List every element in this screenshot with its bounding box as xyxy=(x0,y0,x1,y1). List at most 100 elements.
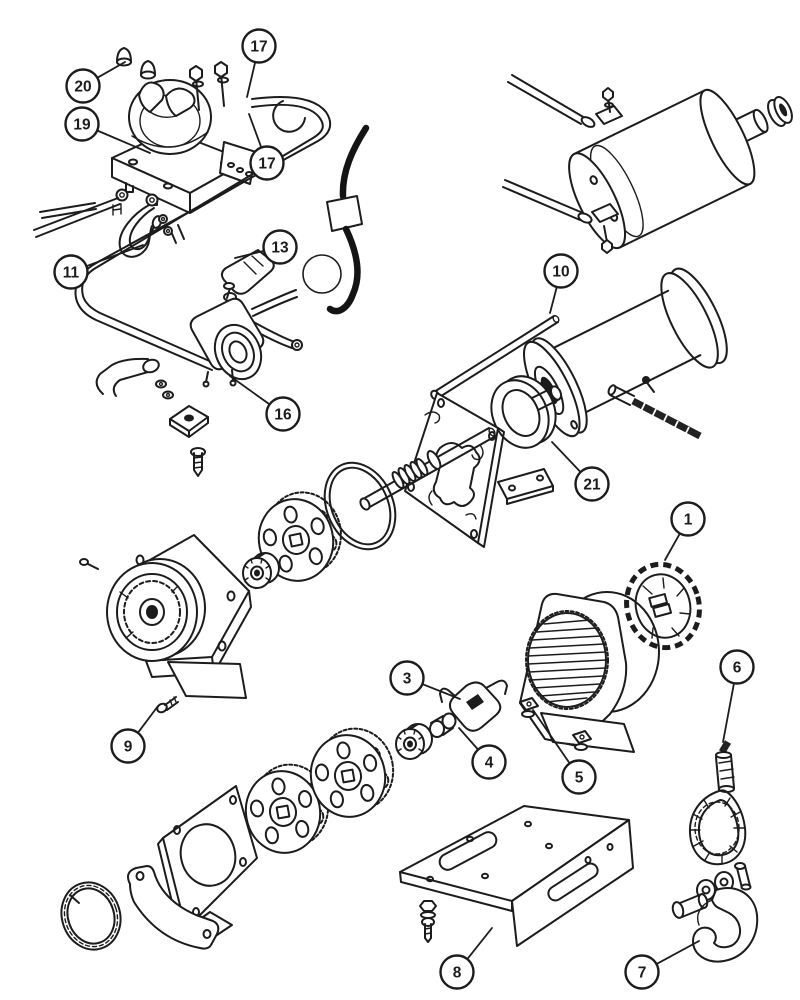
callout-3: 3 xyxy=(389,660,461,700)
unlabeled-circle xyxy=(302,254,342,294)
wire-rope-thimble xyxy=(688,740,752,891)
solenoid xyxy=(189,282,265,388)
callout-balloon-17 xyxy=(241,28,277,64)
callout-balloon-10 xyxy=(543,253,579,289)
curved-bracket xyxy=(127,865,220,950)
acorn-nuts xyxy=(116,47,156,80)
callout-leader-8 xyxy=(466,927,493,960)
callout-leader-20 xyxy=(96,61,126,79)
callout-20: 20 xyxy=(65,61,126,104)
callout-number-9: 9 xyxy=(124,739,133,756)
brake-ratchet-gear xyxy=(624,561,702,651)
plate-bolt xyxy=(419,900,437,943)
harness-cable xyxy=(326,124,370,315)
callout-balloon-4 xyxy=(471,744,507,780)
callout-number-8: 8 xyxy=(453,965,462,982)
retaining-ring xyxy=(60,881,122,951)
mounting-plate xyxy=(399,805,634,947)
callout-balloon-11 xyxy=(53,254,89,290)
jumper-cable xyxy=(118,193,173,258)
callout-balloon-8 xyxy=(439,954,475,990)
callout-leader-5 xyxy=(532,709,571,765)
callout-leader-17 xyxy=(248,113,263,149)
callout-leader-13 xyxy=(234,249,265,259)
ring-gear-housing xyxy=(519,591,660,753)
end-plate xyxy=(157,785,258,942)
sun-gear xyxy=(395,723,433,760)
callout-leader-6 xyxy=(722,682,735,743)
callout-number-4: 4 xyxy=(485,755,494,772)
callout-number-3: 3 xyxy=(403,671,412,688)
screw-small xyxy=(190,447,206,477)
wire-rope-end xyxy=(607,384,702,440)
callout-number-19: 19 xyxy=(73,117,91,134)
callout-21: 21 xyxy=(551,441,610,502)
callout-4: 4 xyxy=(458,727,507,780)
seal-ring xyxy=(490,375,563,449)
callout-leader-16 xyxy=(229,375,271,406)
callout-number-16: 16 xyxy=(274,407,292,424)
callout-balloon-20 xyxy=(65,68,101,104)
callout-leader-9 xyxy=(136,705,159,734)
callout-leader-4 xyxy=(458,727,480,751)
callout-leader-7 xyxy=(655,940,700,965)
callout-leader-1 xyxy=(664,532,681,561)
callout-number-11: 11 xyxy=(63,265,80,282)
spline-coupling xyxy=(242,552,280,589)
callout-11: 11 xyxy=(53,244,144,290)
callout-6: 6 xyxy=(719,649,755,743)
spacer-block xyxy=(169,405,209,438)
callout-balloon-7 xyxy=(624,954,660,990)
callout-balloon-3 xyxy=(389,660,425,696)
shifter-cam xyxy=(439,679,508,732)
callout-number-7: 7 xyxy=(638,965,647,982)
callout-leader-3 xyxy=(421,683,461,700)
callout-number-17: 17 xyxy=(258,156,275,173)
callout-17: 17 xyxy=(241,28,277,98)
gear-end-housing xyxy=(79,534,252,699)
callout-number-1: 1 xyxy=(684,512,693,529)
callout-19: 19 xyxy=(64,106,151,154)
hook xyxy=(671,871,759,963)
callout-7: 7 xyxy=(624,940,700,990)
drum xyxy=(522,267,728,438)
screw-9 xyxy=(156,696,179,714)
callout-number-20: 20 xyxy=(74,79,91,96)
clamp xyxy=(95,357,174,400)
control-pack xyxy=(111,61,257,214)
callout-number-10: 10 xyxy=(552,264,569,281)
callout-balloon-6 xyxy=(719,649,755,685)
callout-balloon-19 xyxy=(64,106,100,142)
callout-leader-11 xyxy=(85,244,144,268)
callout-5: 5 xyxy=(532,709,597,795)
callout-16: 16 xyxy=(229,375,301,432)
motor xyxy=(502,74,793,254)
callout-number-13: 13 xyxy=(271,240,289,257)
callout-8: 8 xyxy=(439,927,493,990)
callout-number-6: 6 xyxy=(733,660,742,677)
callout-balloon-21 xyxy=(574,466,610,502)
callout-balloon-1 xyxy=(670,501,706,537)
callout-number-21: 21 xyxy=(583,477,601,494)
callout-leader-21 xyxy=(551,441,582,474)
battery-cables xyxy=(33,95,332,371)
callout-number-17: 17 xyxy=(250,39,267,56)
callout-17: 17 xyxy=(248,113,285,181)
callout-10: 10 xyxy=(543,253,579,314)
foot-bracket xyxy=(497,468,554,505)
callout-leader-10 xyxy=(549,286,558,314)
callout-leader-19 xyxy=(96,129,151,154)
callout-balloon-13 xyxy=(262,229,298,265)
callout-9: 9 xyxy=(110,705,159,764)
callout-balloon-16 xyxy=(265,396,301,432)
callout-leader-17 xyxy=(246,61,257,98)
callout-balloon-9 xyxy=(110,728,146,764)
callout-balloon-17 xyxy=(249,145,285,181)
drum-support-plate xyxy=(404,392,505,548)
o-ring xyxy=(323,461,397,551)
callout-number-5: 5 xyxy=(575,770,584,787)
roller-pin xyxy=(429,712,457,738)
